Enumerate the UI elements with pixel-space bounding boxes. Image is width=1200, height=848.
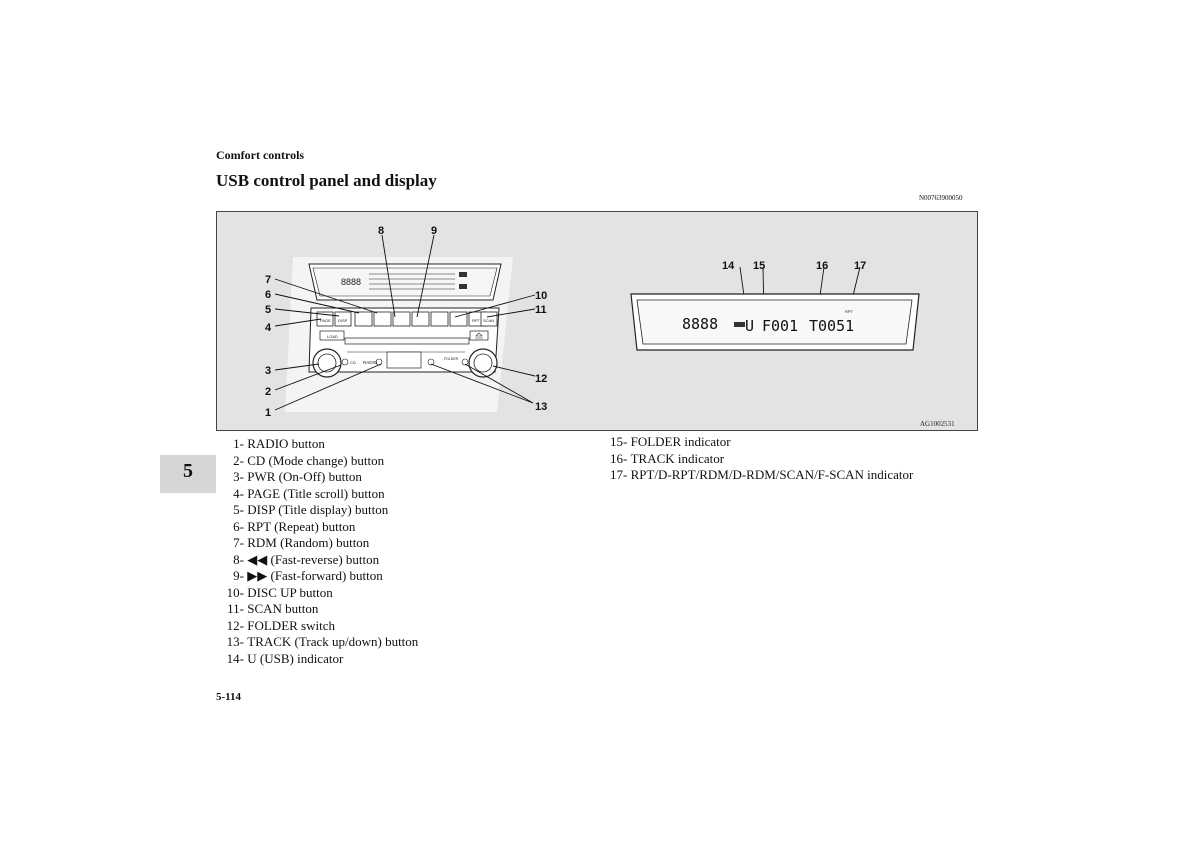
legend-item-number: 3-: [233, 469, 244, 484]
panel-display-digits: 8888: [341, 277, 361, 287]
legend-item-number: 7-: [233, 535, 244, 550]
legend-item: 12- FOLDER switch: [222, 618, 418, 635]
folder-indicator: F001: [762, 317, 798, 335]
legend-item-number: 8-: [233, 551, 244, 567]
legend-item-number: 1-: [233, 436, 244, 451]
chapter-tab: 5: [160, 455, 216, 493]
callout-12: 12: [535, 373, 547, 385]
usb-indicator: U: [745, 317, 754, 335]
panel-label-radio: RADIO: [363, 360, 378, 365]
callout-6: 6: [265, 289, 271, 301]
legend-item: 14- U (USB) indicator: [222, 651, 418, 668]
legend-item-text: FOLDER indicator: [630, 434, 731, 449]
legend-item: 13- TRACK (Track up/down) button: [222, 634, 419, 651]
legend-item-text: RPT/D-RPT/RDM/D-RDM/SCAN/F-SCAN indicato…: [630, 467, 914, 482]
legend-item-text: U (USB) indicator: [247, 650, 344, 666]
callout-11: 11: [535, 304, 547, 316]
legend-item-text: TRACK (Track up/down) button: [247, 634, 419, 649]
callout-1: 1: [265, 407, 271, 419]
legend-item-number: 6-: [233, 518, 244, 534]
legend-item-text: ▶▶ (Fast-forward) button: [247, 568, 383, 583]
legend-item-text: PWR (On-Off) button: [247, 469, 362, 484]
callout-4: 4: [265, 322, 272, 334]
callout-16: 16: [816, 260, 828, 272]
legend-item: 7- RDM (Random) button: [222, 535, 418, 552]
callouts: 8 9 7 6 5 4 10 11 3 2 1 12 13 14 15 16 1…: [265, 225, 866, 419]
legend-item-text: FOLDER switch: [247, 617, 335, 633]
legend-item-number: 5-: [233, 502, 244, 517]
legend-item-text: TRACK indicator: [630, 450, 725, 466]
figure-box: 8888 PAGE DISP: [216, 211, 978, 431]
legend-item-number: 11-: [227, 601, 244, 616]
legend-item-number: 4-: [233, 485, 244, 501]
legend-item-number: 10-: [226, 584, 244, 600]
legend-item: 17- RPT/D-RPT/RDM/D-RDM/SCAN/F-SCAN indi…: [610, 467, 913, 484]
legend-item-number: 15-: [610, 434, 628, 449]
legend-item: 2- CD (Mode change) button: [222, 453, 418, 470]
lcd-display: 8888 U F001 T0051 RPT: [630, 293, 920, 351]
panel-label-disp: DISP: [338, 318, 348, 323]
page-title: USB control panel and display: [216, 171, 437, 190]
legend-item: 5- DISP (Title display) button: [222, 502, 418, 519]
legend-item-text: DISP (Title display) button: [247, 502, 389, 517]
callout-2: 2: [265, 386, 271, 398]
legend-item-text: CD (Mode change) button: [247, 452, 385, 468]
panel-label-folder: FOLDER: [444, 357, 459, 361]
callout-17: 17: [854, 260, 866, 272]
callout-10: 10: [535, 290, 547, 302]
panel-label-rpt: RPT: [472, 318, 481, 323]
panel-label-page: PAGE: [320, 318, 331, 323]
legend-item: 1- RADIO button: [222, 436, 418, 453]
legend-item-text: RADIO button: [247, 436, 325, 451]
callout-13: 13: [535, 401, 547, 413]
legend-item: 11- SCAN button: [222, 601, 418, 618]
page-number: 5-114: [216, 691, 242, 703]
legend-item-number: 16-: [610, 450, 628, 466]
legend-item-text: PAGE (Title scroll) button: [247, 485, 385, 501]
callout-14: 14: [722, 260, 735, 272]
legend-item-text: DISC UP button: [247, 584, 333, 600]
section-label: Comfort controls: [216, 148, 305, 162]
track-indicator: T0051: [809, 317, 854, 335]
radio-faceplate: 8888 PAGE DISP: [308, 263, 502, 378]
figure-code: AG1002531: [920, 420, 955, 428]
legend-item-text: SCAN button: [247, 601, 319, 616]
legend-item-text: ◀◀ (Fast-reverse) button: [247, 551, 380, 567]
legend-item: 9- ▶▶ (Fast-forward) button: [222, 568, 418, 585]
callout-8: 8: [378, 225, 384, 237]
legend-item: 15- FOLDER indicator: [610, 434, 913, 451]
legend-item: 6- RPT (Repeat) button: [222, 519, 418, 536]
figure-illustration: 8888 PAGE DISP: [265, 225, 955, 428]
callout-15: 15: [753, 260, 765, 272]
callout-7: 7: [265, 274, 271, 286]
callout-5: 5: [265, 304, 271, 316]
legend-item: 10- DISC UP button: [222, 585, 418, 602]
rpt-indicator: RPT: [845, 309, 854, 314]
lcd-digits: 8888: [682, 315, 718, 333]
legend-item-text: RPT (Repeat) button: [247, 518, 356, 534]
panel-label-load: LOAD: [327, 334, 338, 339]
legend-item-number: 12-: [226, 617, 244, 633]
panel-label-cd: CD: [350, 360, 356, 365]
legend-item: 16- TRACK indicator: [610, 451, 913, 468]
panel-label-scan: SCAN: [483, 318, 494, 323]
legend-item-number: 2-: [233, 452, 244, 468]
chapter-number: 5: [183, 460, 193, 482]
callout-9: 9: [431, 225, 437, 237]
document-code: N00763900050: [919, 194, 963, 202]
legend-item-text: RDM (Random) button: [247, 535, 370, 550]
legend-item: 8- ◀◀ (Fast-reverse) button: [222, 552, 418, 569]
legend-item-number: 13-: [226, 634, 244, 649]
lcd-disc-icon: [734, 322, 745, 327]
legend-item-number: 14-: [226, 650, 244, 666]
legend-item: 4- PAGE (Title scroll) button: [222, 486, 418, 503]
legend-item-number: 17-: [610, 467, 628, 482]
callout-3: 3: [265, 365, 271, 377]
legend-item: 3- PWR (On-Off) button: [222, 469, 418, 486]
legend-item-number: 9-: [233, 568, 244, 583]
